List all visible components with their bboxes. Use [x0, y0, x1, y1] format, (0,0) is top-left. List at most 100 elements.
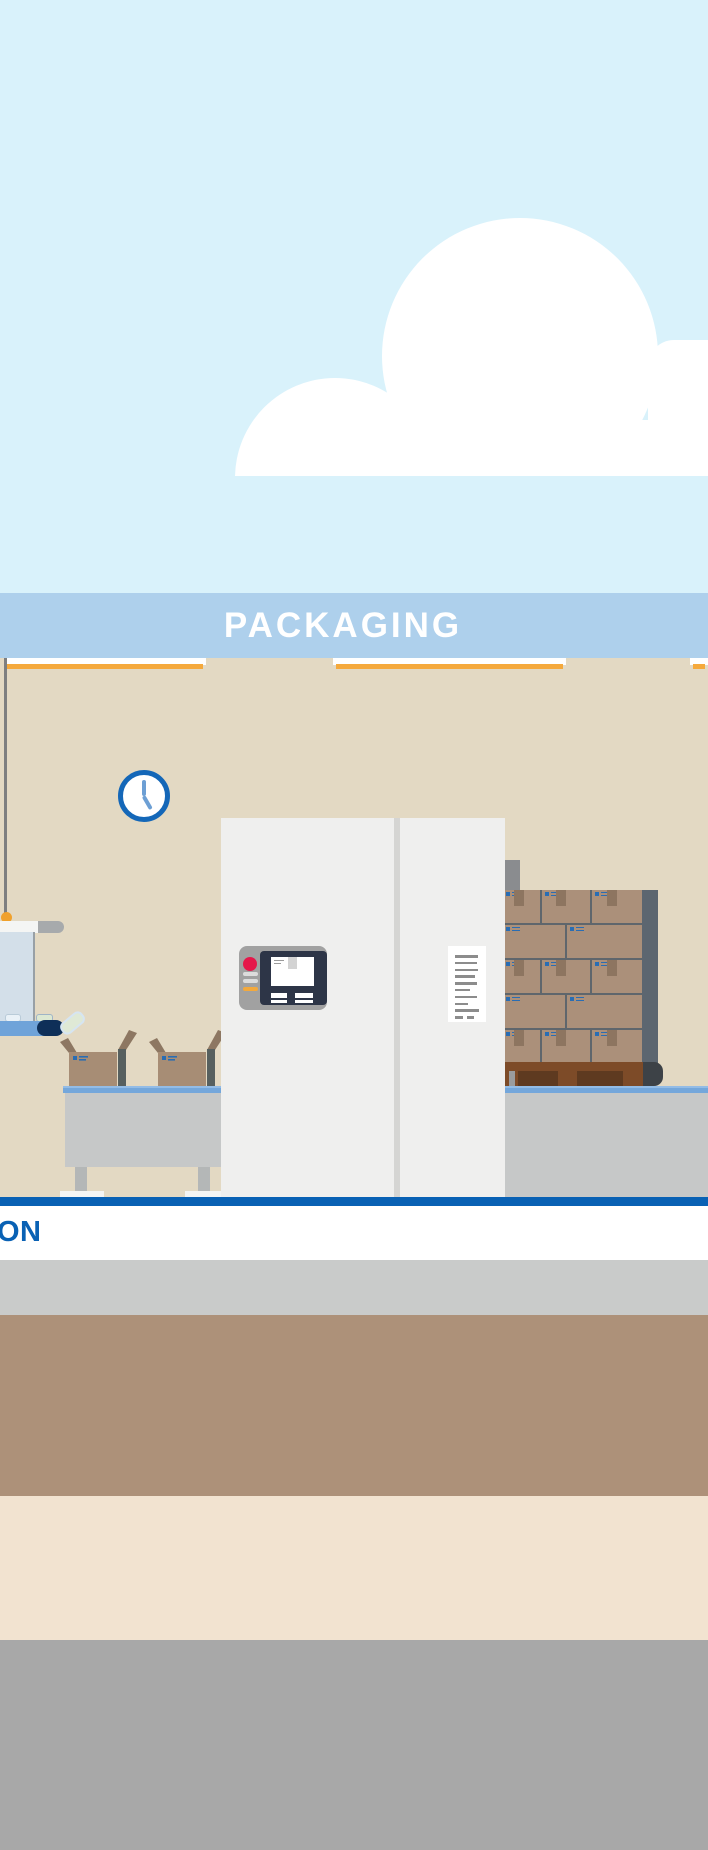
- outfeed-table: [503, 1093, 708, 1197]
- pallet-box: [592, 1030, 642, 1063]
- box-tape: [607, 960, 617, 976]
- label-line: [455, 1002, 468, 1006]
- clock-icon: [118, 770, 170, 822]
- cloud: [0, 0, 708, 476]
- pallet-box: [592, 890, 642, 923]
- open-box: [60, 1030, 137, 1086]
- conveyor-belt: [63, 1086, 222, 1093]
- clock-hour-hand: [142, 795, 154, 810]
- screen-display-tab: [288, 957, 297, 969]
- outfeed-belt: [503, 1086, 708, 1093]
- box-tape: [514, 1030, 525, 1046]
- barcode-label: [448, 946, 486, 1022]
- conveyor-table: [65, 1093, 222, 1167]
- stacker-mast: [642, 890, 658, 1064]
- box-tape: [556, 1030, 567, 1046]
- screen-button: [295, 993, 313, 998]
- box-brand-mark: [595, 892, 609, 898]
- hanger-rod: [4, 658, 7, 918]
- control-panel: [239, 946, 327, 1010]
- box-brand-mark: [570, 927, 584, 933]
- ceiling-light: [333, 658, 566, 669]
- box-brand-mark: [595, 962, 609, 968]
- label-line: [455, 968, 478, 972]
- box-row: [503, 995, 642, 1028]
- pallet-box-stack: [503, 890, 642, 1063]
- box-row: [503, 1030, 642, 1063]
- screen-button: [271, 1000, 287, 1003]
- box-tape: [607, 1030, 617, 1046]
- label-line: [455, 961, 477, 965]
- label-line: [455, 1016, 486, 1019]
- box-tape: [556, 960, 567, 976]
- screen-button: [271, 993, 287, 998]
- sky-background: [0, 0, 708, 593]
- pallet-box: [542, 890, 590, 923]
- stacker-mast-top: [505, 860, 520, 890]
- screen-button: [295, 1000, 313, 1003]
- panel-slot-accent: [243, 987, 258, 991]
- packing-machine: [221, 818, 505, 1197]
- box-brand-mark: [73, 1056, 88, 1061]
- ground-band-gray: [0, 1640, 708, 1850]
- pallet-notch: [518, 1071, 558, 1086]
- box-brand-mark: [595, 1032, 609, 1038]
- clock-minute-hand: [142, 780, 146, 796]
- ceiling-light: [690, 658, 708, 669]
- conveyor-foot: [60, 1191, 104, 1197]
- power-button: [243, 957, 257, 971]
- floor-line: [0, 1197, 708, 1206]
- pallet-box: [567, 995, 642, 1028]
- box-brand-mark: [545, 962, 559, 968]
- pallet-box: [592, 960, 642, 993]
- pallet-box: [503, 1030, 540, 1063]
- box-brand-mark: [545, 1032, 559, 1038]
- stacker-foot: [643, 1062, 663, 1086]
- mast-base: [509, 1071, 515, 1086]
- section-title: PACKAGING: [223, 605, 463, 645]
- pallet-box: [503, 995, 565, 1028]
- pallet-box: [503, 960, 540, 993]
- hanger-joint: [1, 912, 12, 923]
- pallet-box: [567, 925, 642, 958]
- box-brand-mark: [506, 927, 520, 933]
- label-line: [455, 975, 475, 978]
- box-brand-mark: [506, 997, 520, 1003]
- machine-outfeed: [0, 1021, 45, 1036]
- machine-arm: [0, 921, 47, 933]
- ground-band-lightgray: [0, 1260, 708, 1315]
- label-line: [455, 995, 477, 999]
- screen-display-text: [274, 960, 284, 962]
- conveyor-leg: [75, 1167, 87, 1193]
- panel-slot: [243, 979, 258, 983]
- label-line: [455, 1009, 479, 1012]
- pallet-box: [542, 960, 590, 993]
- box-row: [503, 960, 642, 993]
- section-banner: PACKAGING: [0, 593, 708, 658]
- cutoff-heading: ON: [0, 1216, 42, 1248]
- ground-band-cream: [0, 1496, 708, 1640]
- pallet-box: [542, 1030, 590, 1063]
- ground-band-brown: [0, 1315, 708, 1496]
- pallet-box: [503, 925, 565, 958]
- wrapping-machine-body: [0, 932, 35, 1021]
- box-tape: [514, 960, 525, 976]
- conveyor-leg: [198, 1167, 210, 1193]
- box-row: [503, 890, 642, 923]
- machine-door-divider: [394, 818, 400, 1197]
- ceiling-light: [4, 658, 206, 669]
- box-brand-mark: [162, 1056, 177, 1061]
- caption-band: ON: [0, 1206, 708, 1260]
- screen-display-text: [274, 963, 281, 965]
- conveyor-foot: [185, 1191, 221, 1197]
- label-line: [455, 988, 470, 992]
- pallet-notch: [577, 1071, 623, 1086]
- box-tape: [607, 890, 617, 906]
- machine-screen: [260, 951, 327, 1005]
- wooden-pallet: [505, 1062, 643, 1086]
- label-line: [455, 955, 478, 958]
- open-box: [149, 1030, 226, 1086]
- machine-arm-cap: [38, 921, 64, 933]
- box-tape: [556, 890, 567, 906]
